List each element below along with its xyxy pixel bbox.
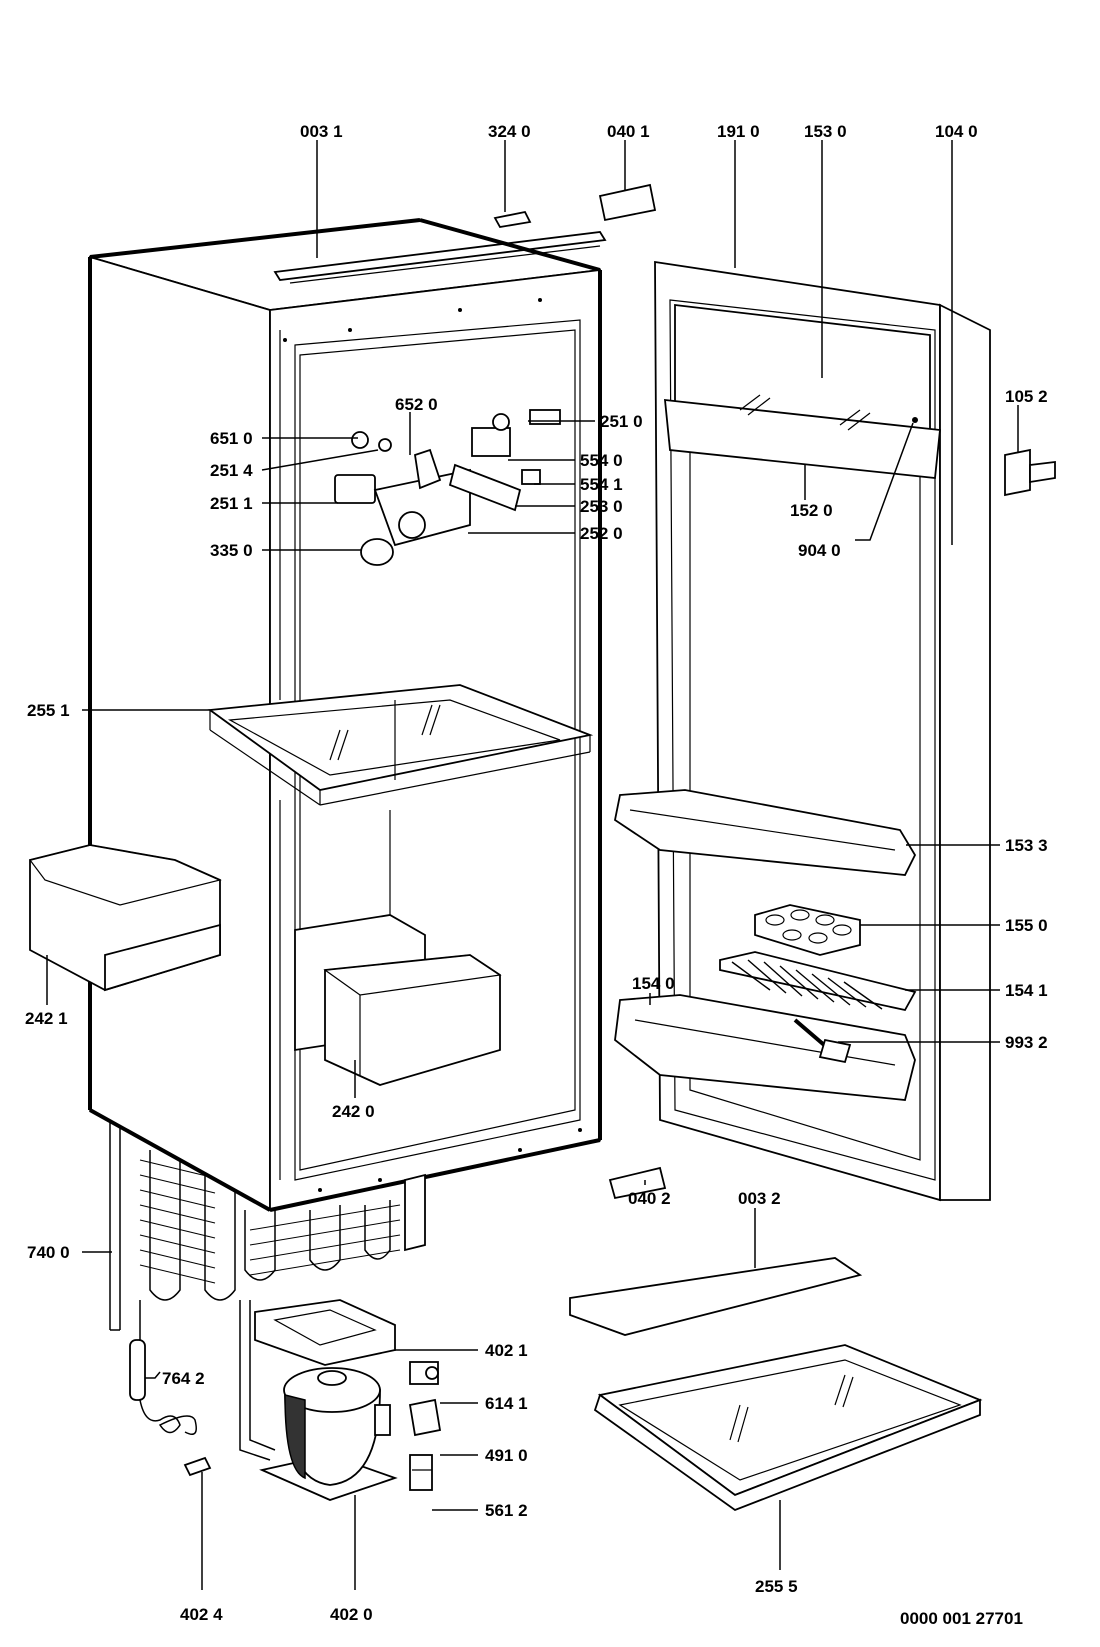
label-251-0: 251 0	[600, 412, 643, 431]
label-251-4: 251 4	[210, 461, 253, 480]
lamp-housing	[334, 474, 376, 504]
label-561-2: 561 2	[485, 1501, 528, 1520]
label-554-1: 554 1	[580, 475, 623, 494]
condenser-740-0	[109, 1120, 426, 1331]
hinge-top-040-1	[598, 183, 657, 222]
diagram-id: 0000 001 27701	[900, 1609, 1023, 1628]
label-324-0: 324 0	[488, 122, 531, 141]
label-040-1: 040 1	[607, 122, 650, 141]
part-491-0	[408, 1398, 442, 1437]
label-651-0: 651 0	[210, 429, 253, 448]
label-242-1: 242 1	[25, 1009, 68, 1028]
label-764-2: 764 2	[162, 1369, 205, 1388]
glass-shelf-255-5	[593, 1344, 983, 1512]
rail-003-2	[569, 1257, 863, 1336]
door	[613, 260, 991, 1202]
hinge-105-2	[1004, 448, 1056, 497]
label-402-4: 402 4	[180, 1605, 223, 1624]
label-491-0: 491 0	[485, 1446, 528, 1465]
label-251-1: 251 1	[210, 494, 253, 513]
label-003-1: 003 1	[300, 122, 343, 141]
bin-242-1	[28, 844, 222, 992]
label-255-5: 255 5	[755, 1577, 798, 1596]
compressor-402-0	[239, 1300, 398, 1501]
cover-324-0	[493, 210, 532, 228]
label-104-0: 104 0	[935, 122, 978, 141]
label-614-1: 614 1	[485, 1394, 528, 1413]
leader-lines	[46, 140, 1019, 1590]
label-153-3: 153 3	[1005, 836, 1048, 855]
clip-402-4	[183, 1456, 212, 1477]
label-040-2: 040 2	[628, 1189, 671, 1208]
label-152-0: 152 0	[790, 501, 833, 520]
label-242-0: 242 0	[332, 1102, 375, 1121]
label-154-1: 154 1	[1005, 981, 1048, 1000]
dryer-764-2	[129, 1300, 197, 1435]
label-904-0: 904 0	[798, 541, 841, 560]
label-105-2: 105 2	[1005, 387, 1048, 406]
label-003-2: 003 2	[738, 1189, 781, 1208]
cabinet	[88, 218, 607, 1212]
label-155-0: 155 0	[1005, 916, 1048, 935]
label-153-0: 153 0	[804, 122, 847, 141]
label-255-1: 255 1	[27, 701, 70, 720]
label-253-0: 253 0	[580, 497, 623, 516]
label-993-2: 993 2	[1005, 1033, 1048, 1052]
label-154-0: 154 0	[632, 974, 675, 993]
part-614-1	[409, 1361, 439, 1385]
label-740-0: 740 0	[27, 1243, 70, 1262]
label-402-0: 402 0	[330, 1605, 373, 1624]
part-labels: 003 1 324 0 040 1 191 0 153 0 104 0 105 …	[25, 122, 1048, 1628]
part-561-2	[409, 1454, 433, 1491]
bracket-402-1	[254, 1299, 396, 1366]
label-402-1: 402 1	[485, 1341, 528, 1360]
hinge-040-2	[608, 1166, 667, 1200]
label-554-0: 554 0	[580, 451, 623, 470]
label-652-0: 652 0	[395, 395, 438, 414]
label-191-0: 191 0	[717, 122, 760, 141]
label-252-0: 252 0	[580, 524, 623, 543]
label-335-0: 335 0	[210, 541, 253, 560]
